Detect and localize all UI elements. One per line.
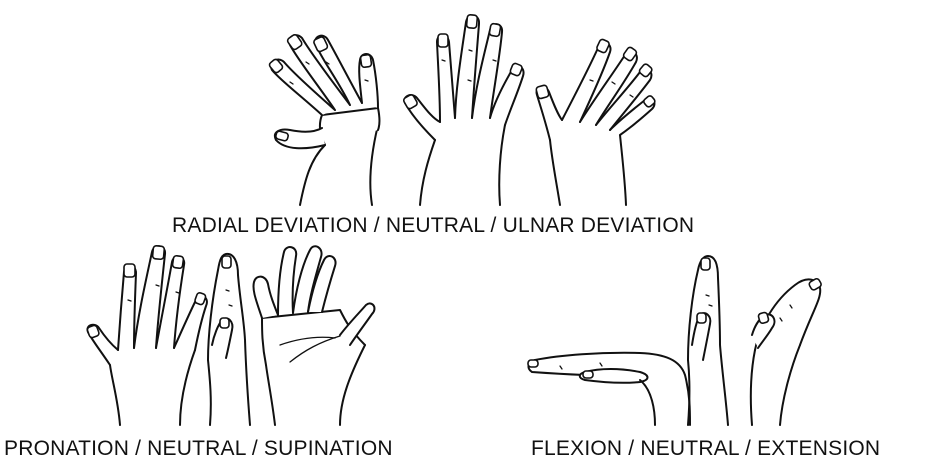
radial-deviation-hand xyxy=(268,34,379,205)
supination-hand xyxy=(253,246,374,425)
extension-hand xyxy=(751,278,822,425)
flexion-hand xyxy=(528,353,690,425)
neutral-hand-top xyxy=(403,15,524,205)
caption-flexion-neutral-extension: FLEXION / NEUTRAL / EXTENSION xyxy=(531,437,880,461)
pronation-hand xyxy=(87,246,207,425)
ulnar-deviation-hand xyxy=(536,38,656,205)
caption-radial-neutral-ulnar: RADIAL DEVIATION / NEUTRAL / ULNAR DEVIA… xyxy=(172,214,694,238)
neutral-hand-vertical xyxy=(688,256,728,425)
caption-pronation-neutral-supination: PRONATION / NEUTRAL / SUPINATION xyxy=(4,437,393,461)
neutral-hand-side xyxy=(208,254,250,425)
